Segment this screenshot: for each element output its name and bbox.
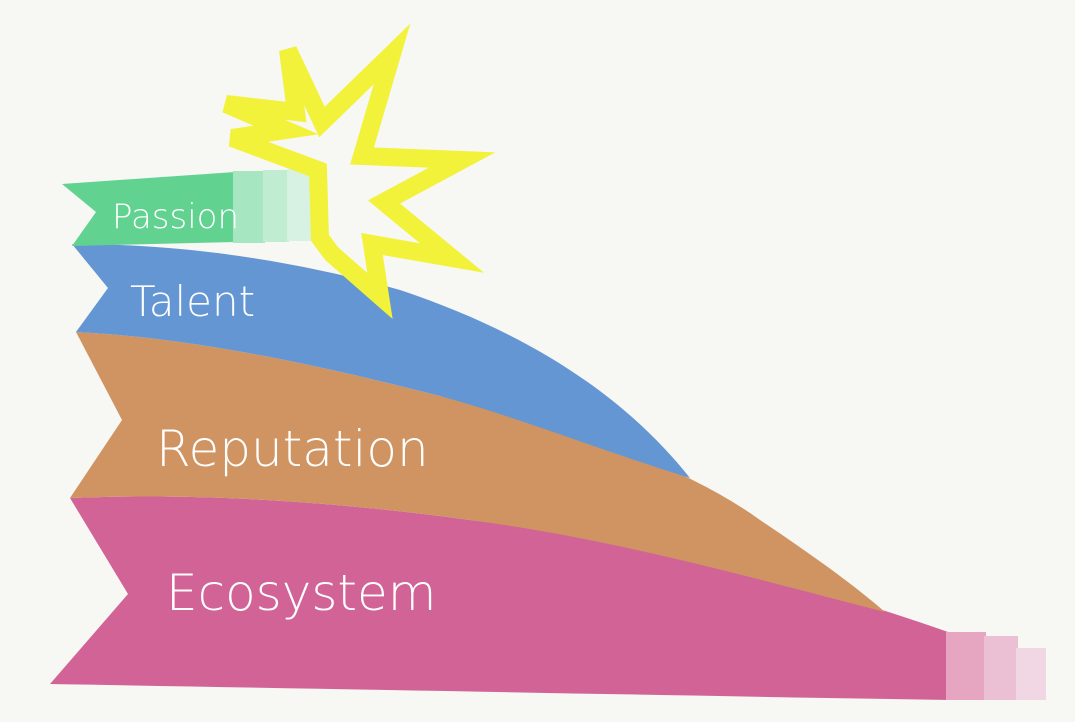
talent-label: Talent [130,277,255,326]
ecosystem-tail-fade-1 [946,632,986,700]
passion-tail-fade-2 [263,170,289,242]
ecosystem-tail-fade-3 [1016,648,1046,700]
reputation-label: Reputation [156,420,429,478]
passion-label: Passion [112,197,239,237]
ecosystem-tail-fade-2 [984,636,1018,700]
passion-band: Passion [62,169,319,246]
ecosystem-label: Ecosystem [166,564,436,622]
